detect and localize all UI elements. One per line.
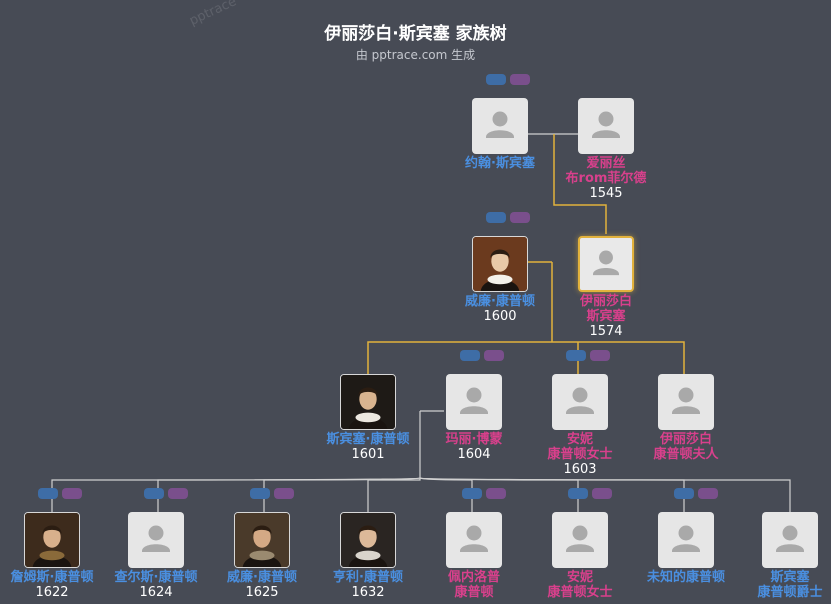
page-subtitle: 由 pptrace.com 生成 (355, 48, 476, 62)
person-name-line: 约翰·斯宾塞 (465, 156, 535, 171)
person-card-charles[interactable] (128, 512, 184, 568)
person-card-henry[interactable] (340, 512, 396, 568)
expand-mother-button[interactable] (484, 350, 504, 361)
person-card-spencer2[interactable] (762, 512, 818, 568)
person-name-line: 斯宾塞·康普顿 (326, 432, 410, 447)
person-card-spencer[interactable] (340, 374, 396, 430)
birth-year: 1622 (35, 585, 69, 600)
person-name[interactable]: 威廉·康普顿 (440, 294, 560, 309)
expand-mother-button[interactable] (698, 488, 718, 499)
expand-father-button[interactable] (460, 350, 480, 361)
person-name-line: 康普顿爵士 (757, 585, 823, 600)
expand-mother-button[interactable] (592, 488, 612, 499)
person-name-line: 伊丽莎白 (579, 294, 632, 309)
person-name-line: 安妮 (566, 432, 593, 447)
expand-mother-button[interactable] (168, 488, 188, 499)
expand-father-button[interactable] (144, 488, 164, 499)
person-card-john[interactable] (472, 98, 528, 154)
person-name[interactable]: 安妮康普顿女士 (520, 432, 640, 462)
person-card-unknown[interactable] (658, 512, 714, 568)
expand-father-button[interactable] (486, 212, 506, 223)
expand-father-button[interactable] (38, 488, 58, 499)
person-name[interactable]: 詹姆斯·康普顿 (0, 570, 112, 585)
person-name[interactable]: 约翰·斯宾塞 (440, 156, 560, 171)
person-name-line: 威廉·康普顿 (227, 570, 297, 585)
person-name-line: 詹姆斯·康普顿 (10, 570, 94, 585)
person-name-line: 亨利·康普顿 (333, 570, 403, 585)
person-card-anne2[interactable] (552, 512, 608, 568)
person-name-line: 康普顿女士 (547, 585, 613, 600)
person-card-penelope[interactable] (446, 512, 502, 568)
expand-mother-button[interactable] (510, 74, 530, 85)
person-card-elizabeth2[interactable] (658, 374, 714, 430)
person-name-line: 斯宾塞 (586, 309, 626, 324)
expand-mother-button[interactable] (510, 212, 530, 223)
birth-year: 1603 (563, 462, 597, 477)
expand-father-button[interactable] (566, 350, 586, 361)
person-name-line: 伊丽莎白 (659, 432, 712, 447)
birth-year: 1604 (457, 447, 491, 462)
expand-father-button[interactable] (674, 488, 694, 499)
person-name[interactable]: 玛丽·博蒙 (414, 432, 534, 447)
page-title: 伊丽莎白·斯宾塞 家族树 (324, 24, 507, 44)
birth-year: 1625 (245, 585, 279, 600)
person-name[interactable]: 查尔斯·康普顿 (96, 570, 216, 585)
person-card-anne1[interactable] (552, 374, 608, 430)
person-name-line: 威廉·康普顿 (465, 294, 535, 309)
birth-year: 1600 (483, 309, 517, 324)
expand-mother-button[interactable] (590, 350, 610, 361)
birth-year: 1545 (589, 186, 623, 201)
expand-mother-button[interactable] (274, 488, 294, 499)
person-name[interactable]: 斯宾塞·康普顿 (308, 432, 428, 447)
person-card-elizabeth[interactable] (578, 236, 634, 292)
person-name-line: 康普顿女士 (547, 447, 613, 462)
expand-father-button[interactable] (462, 488, 482, 499)
person-name-line: 爱丽丝 (586, 156, 626, 171)
person-name-line: 斯宾塞 (770, 570, 810, 585)
birth-year: 1601 (351, 447, 385, 462)
person-card-alice[interactable] (578, 98, 634, 154)
person-name[interactable]: 未知的康普顿 (626, 570, 746, 585)
birth-year: 1574 (589, 324, 623, 339)
person-card-james[interactable] (24, 512, 80, 568)
expand-father-button[interactable] (250, 488, 270, 499)
person-name-line: 康普顿夫人 (653, 447, 719, 462)
person-name-line: 布rom菲尔德 (565, 171, 647, 186)
expand-father-button[interactable] (486, 74, 506, 85)
person-name[interactable]: 威廉·康普顿 (202, 570, 322, 585)
person-name-line: 安妮 (566, 570, 593, 585)
person-card-william2[interactable] (234, 512, 290, 568)
person-name[interactable]: 爱丽丝布rom菲尔德 (546, 156, 666, 186)
birth-year: 1624 (139, 585, 173, 600)
person-name[interactable]: 斯宾塞康普顿爵士 (730, 570, 831, 600)
person-name-line: 佩内洛普 (447, 570, 500, 585)
person-name[interactable]: 亨利·康普顿 (308, 570, 428, 585)
expand-mother-button[interactable] (62, 488, 82, 499)
person-name[interactable]: 伊丽莎白斯宾塞 (546, 294, 666, 324)
person-card-william[interactable] (472, 236, 528, 292)
person-card-mary[interactable] (446, 374, 502, 430)
person-name[interactable]: 伊丽莎白康普顿夫人 (626, 432, 746, 462)
person-name-line: 未知的康普顿 (646, 570, 725, 585)
birth-year: 1632 (351, 585, 385, 600)
expand-mother-button[interactable] (486, 488, 506, 499)
person-name[interactable]: 佩内洛普康普顿 (414, 570, 534, 600)
person-name-line: 康普顿 (454, 585, 494, 600)
person-name-line: 查尔斯·康普顿 (114, 570, 198, 585)
person-name-line: 玛丽·博蒙 (445, 432, 503, 447)
expand-father-button[interactable] (568, 488, 588, 499)
person-name[interactable]: 安妮康普顿女士 (520, 570, 640, 600)
